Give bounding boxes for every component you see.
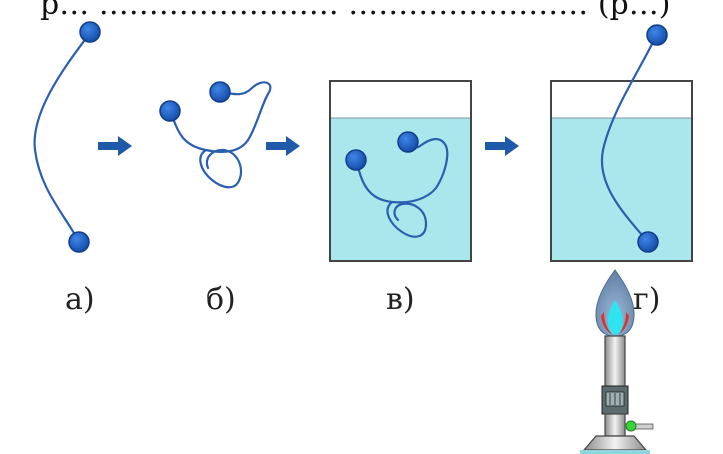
gas-valve <box>625 420 637 432</box>
right-arrow-icon <box>98 136 132 156</box>
right-arrow-icon <box>266 136 300 156</box>
panel-b: б) <box>159 81 272 317</box>
label-c: в) <box>386 282 415 317</box>
bead-bottom-d <box>637 231 659 253</box>
flame-inner <box>607 300 623 335</box>
right-arrow-icon <box>485 136 519 156</box>
label-d: г) <box>633 282 660 317</box>
water-d <box>552 118 691 260</box>
bead-left-b <box>159 100 181 122</box>
bead-top-a <box>79 21 101 43</box>
caption-top: р… …………………… …………………… (р…) <box>40 0 670 22</box>
panel-a: а) <box>33 21 101 317</box>
label-a: а) <box>65 282 95 317</box>
panel-c: в) <box>329 80 472 317</box>
label-b: б) <box>206 282 236 317</box>
chain-strand-d <box>600 34 658 244</box>
chain-strand-b <box>169 81 272 189</box>
panel-d: г) <box>550 24 693 317</box>
flame-tip-right <box>618 312 629 334</box>
bead-bottom-a <box>68 231 90 253</box>
flame-tip-left <box>601 312 612 334</box>
gas-inlet <box>624 423 654 430</box>
bead-left-c <box>345 149 367 171</box>
chain-strand-c <box>355 138 449 238</box>
chain-strand-a <box>33 31 92 244</box>
burner-base <box>582 435 648 451</box>
bead-top-d <box>646 24 668 46</box>
bead-right-b <box>209 81 231 103</box>
bead-right-c <box>397 131 419 153</box>
bunsen-burner-icon <box>580 269 654 454</box>
